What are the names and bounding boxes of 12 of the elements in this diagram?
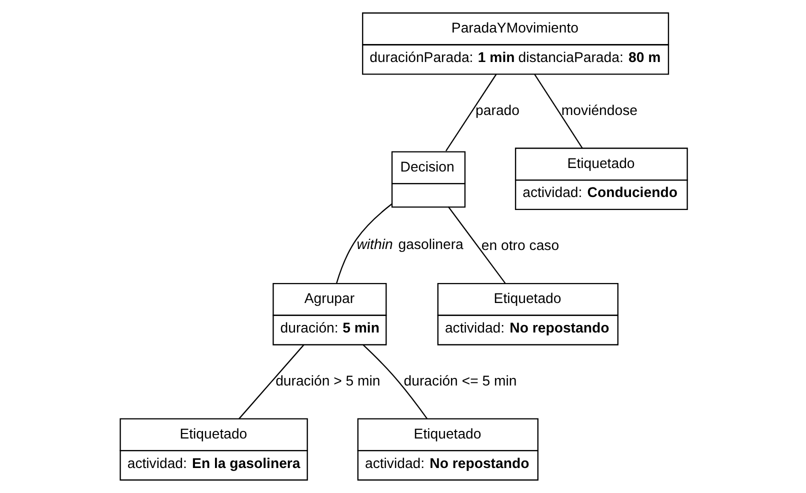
connector (362, 344, 428, 420)
connector (447, 206, 506, 284)
edge-label: duración > 5 min (275, 372, 380, 388)
connector (335, 204, 392, 284)
edge-label: within gasolinera (356, 236, 463, 252)
edge-label: duración <= 5 min (403, 372, 516, 388)
connector (238, 344, 304, 420)
connector (534, 74, 582, 149)
edge-label: parado (475, 102, 519, 118)
edge-label: en otro caso (480, 237, 559, 254)
connector (445, 74, 496, 152)
edge-label: moviéndose (560, 102, 638, 118)
